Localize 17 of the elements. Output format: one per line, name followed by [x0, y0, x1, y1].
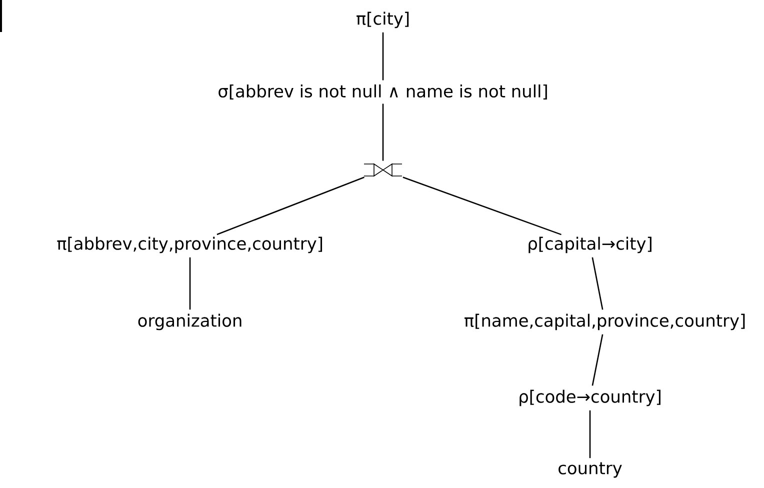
tree-edge [592, 334, 604, 386]
operator-label: π[city] [356, 12, 409, 28]
operator-label: organization [138, 314, 242, 330]
tree-edge [382, 32, 384, 80]
tree-edge [589, 410, 591, 458]
operator-label: π[name,capital,province,country] [464, 314, 745, 330]
operator-label: ρ[code→country] [520, 390, 660, 406]
operator-label: π[abbrev,city,province,country] [57, 236, 322, 254]
operator-label: ρ[capital→city] [528, 236, 652, 254]
tree-edge [189, 257, 191, 310]
tree-edge [216, 176, 364, 236]
operator-label: country [558, 462, 622, 478]
tree-edge [382, 104, 384, 161]
tree-edge [592, 257, 604, 310]
tree-edge [402, 176, 562, 236]
full-outer-join-symbol [364, 163, 402, 177]
operator-label: σ[abbrev is not null ∧ name is not null] [218, 84, 547, 100]
